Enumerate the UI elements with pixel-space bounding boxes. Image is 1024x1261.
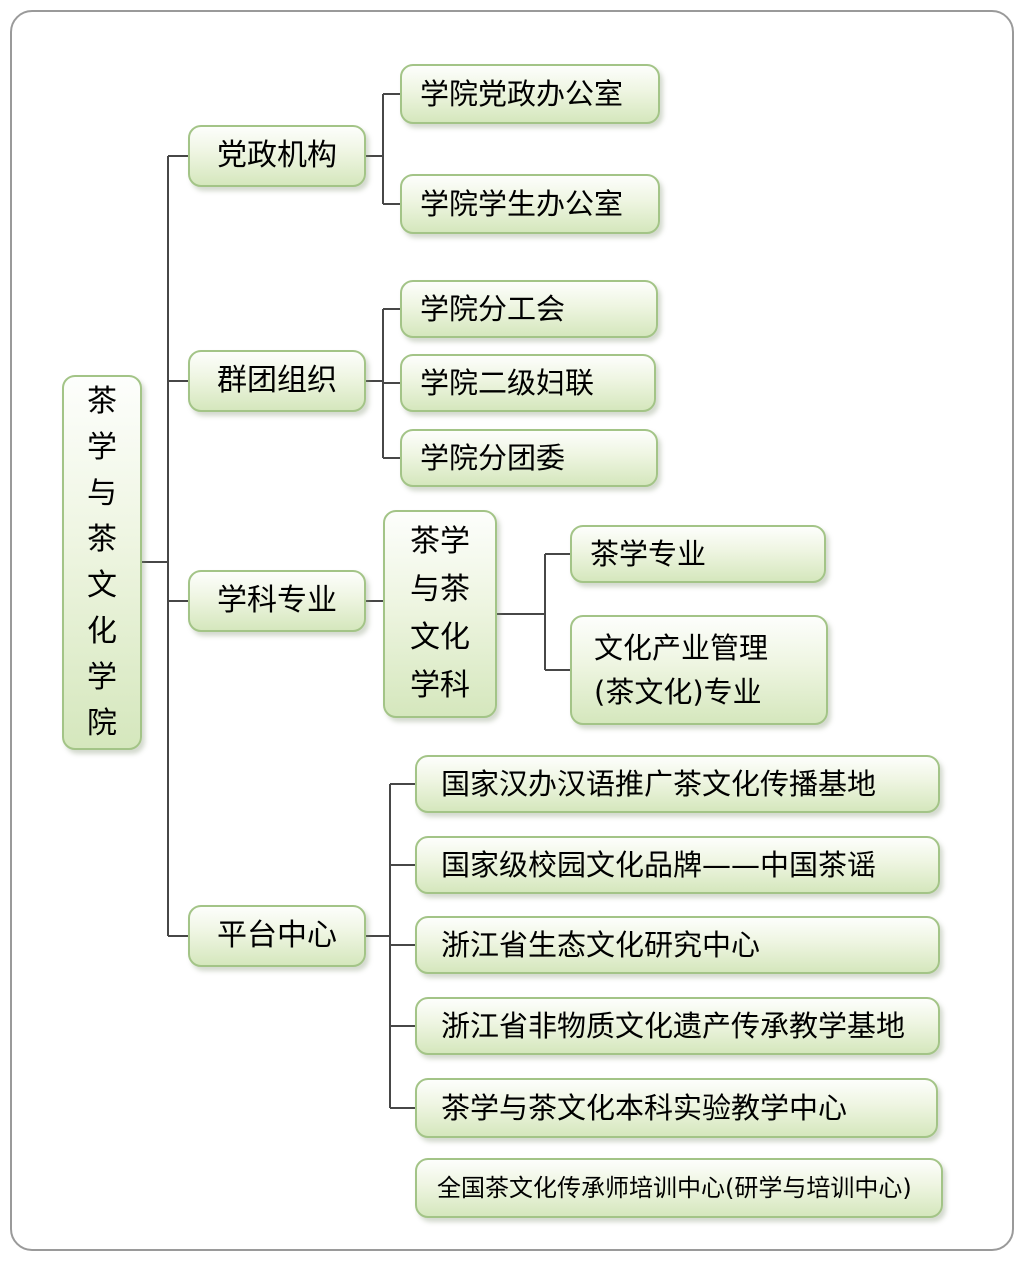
child-node-inheritor-training-center: 全国茶文化传承师培训中心(研学与培训中心) — [415, 1158, 943, 1218]
branch-mass-orgs: 群团组织 — [188, 350, 366, 412]
child-node-campus-culture-brand: 国家级校园文化品牌——中国茶谣 — [415, 836, 940, 894]
child-node-intangible-heritage-base: 浙江省非物质文化遗产传承教学基地 — [415, 997, 940, 1055]
child-node-eco-culture-center: 浙江省生态文化研究中心 — [415, 916, 940, 974]
child-node-hanban-base: 国家汉办汉语推广茶文化传播基地 — [415, 755, 940, 813]
subgroup-tea-discipline: 茶学与茶文化学科 — [383, 510, 497, 718]
connector-disciplines — [366, 553, 570, 671]
connector-platforms — [366, 783, 415, 1109]
child-node-culture-industry-major: 文化产业管理(茶文化)专业 — [570, 615, 828, 725]
child-node-party-office: 学院党政办公室 — [400, 64, 660, 124]
chart-border — [10, 10, 1014, 1251]
branch-disciplines: 学科专业 — [188, 570, 366, 632]
connector-mass-orgs — [366, 308, 400, 459]
child-node-experiment-teaching-center: 茶学与茶文化本科实验教学中心 — [415, 1078, 938, 1138]
root-node: 茶学与茶文化学院 — [62, 375, 142, 750]
child-node-youth-league: 学院分团委 — [400, 429, 658, 487]
child-node-women-federation: 学院二级妇联 — [400, 354, 656, 412]
branch-platforms: 平台中心 — [188, 905, 366, 967]
child-node-student-office: 学院学生办公室 — [400, 174, 660, 234]
connector-root-trunk — [142, 155, 188, 937]
branch-party-gov: 党政机构 — [188, 125, 366, 187]
connector-party-gov — [366, 93, 400, 205]
child-node-union: 学院分工会 — [400, 280, 658, 338]
child-node-tea-major: 茶学专业 — [570, 525, 826, 583]
